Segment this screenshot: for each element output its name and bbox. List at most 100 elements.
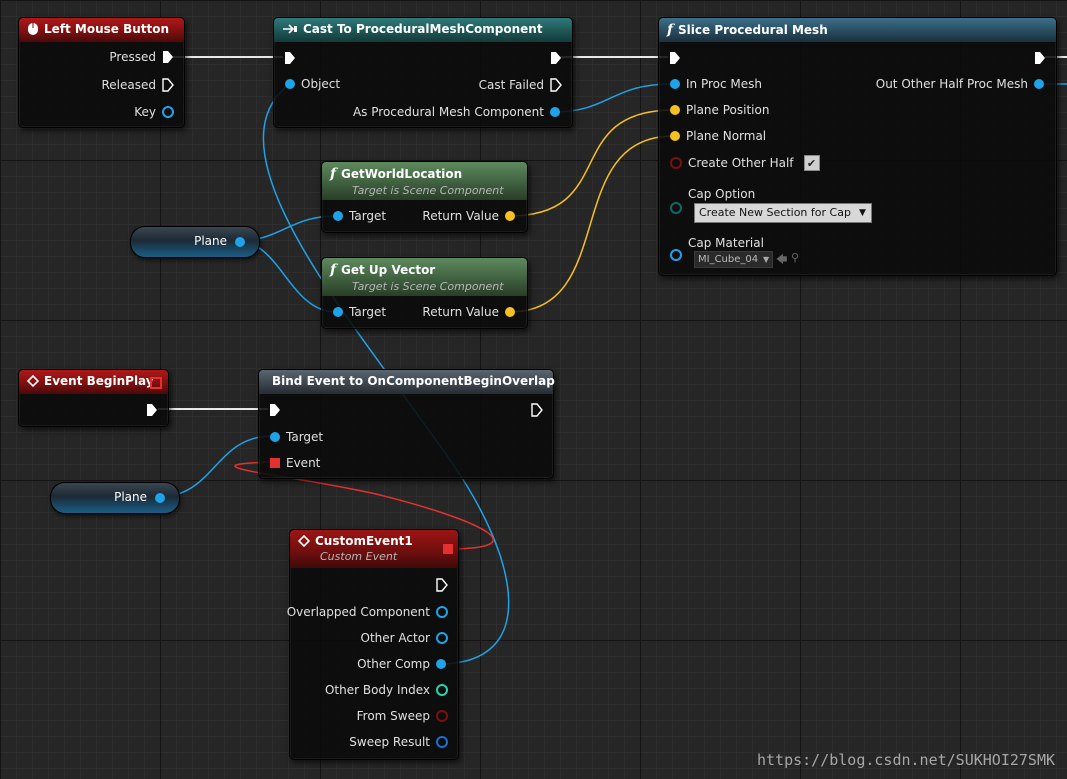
function-icon: f <box>330 262 337 278</box>
pin-label-target: Target <box>349 305 387 319</box>
cast-icon <box>283 24 297 34</box>
exec-pin-out[interactable] <box>146 403 158 417</box>
pin-cap-material[interactable] <box>670 249 682 261</box>
pin-out-other-half[interactable] <box>1034 79 1044 89</box>
pin-label-other-comp: Other Comp <box>357 657 430 671</box>
wire-upv-to-planenormal <box>508 135 675 313</box>
pin-label-sweep-result: Sweep Result <box>349 735 430 749</box>
node-title: Get Up Vector <box>341 263 436 277</box>
node-left-mouse-button[interactable]: Left Mouse Button Pressed Released Key <box>18 17 185 128</box>
exec-pin-pressed[interactable] <box>162 50 174 64</box>
event-diamond-icon <box>27 375 39 387</box>
pin-label-cap-option: Cap Option <box>688 187 756 201</box>
pin-label-cast-failed: Cast Failed <box>478 78 544 92</box>
pin-in-proc-mesh[interactable] <box>670 79 680 89</box>
cap-material-asset-picker[interactable]: MI_Cube_04 ▼ <box>694 251 774 268</box>
use-selected-arrow-icon[interactable]: 🡄 <box>776 253 788 266</box>
mouse-icon <box>28 23 38 35</box>
pin-label-from-sweep: From Sweep <box>356 709 430 723</box>
pin-label-object: Object <box>301 77 341 91</box>
pin-label-target: Target <box>349 209 387 223</box>
cap-option-value: Create New Section for Cap <box>699 206 851 219</box>
node-subtitle: Custom Event <box>320 550 398 563</box>
function-icon: f <box>330 166 337 182</box>
pin-cap-option[interactable] <box>670 202 682 214</box>
browse-search-icon[interactable]: ⚲ <box>791 251 800 264</box>
node-title: Event BeginPlay <box>44 374 154 388</box>
pin-label-key: Key <box>134 105 156 119</box>
chevron-down-icon: ▼ <box>859 208 866 218</box>
pin-as-component[interactable] <box>550 107 560 117</box>
pin-other-comp[interactable] <box>436 659 446 669</box>
exec-pin-released[interactable] <box>162 78 174 92</box>
cap-option-dropdown[interactable]: Create New Section for Cap ▼ <box>694 203 872 223</box>
pin-label-in-proc-mesh: In Proc Mesh <box>686 77 763 91</box>
variable-plane[interactable]: Plane <box>50 482 180 514</box>
pin-plane-out[interactable] <box>235 237 245 247</box>
pin-object[interactable] <box>285 79 295 89</box>
pin-event[interactable] <box>270 458 280 468</box>
pin-label-pressed: Pressed <box>109 50 156 64</box>
pin-label-create-other-half: Create Other Half <box>688 156 794 170</box>
pin-label-as-component: As Procedural Mesh Component <box>352 105 544 119</box>
node-title: CustomEvent1 <box>315 534 413 548</box>
pin-other-actor[interactable] <box>436 632 448 644</box>
pin-overlapped-component[interactable] <box>436 606 448 618</box>
watermark: https://blog.csdn.net/SUKHOI27SMK <box>756 751 1055 769</box>
pin-target[interactable] <box>270 432 280 442</box>
node-subtitle: Target is Scene Component <box>352 280 504 293</box>
node-cast-to-procmesh[interactable]: Cast To ProceduralMeshComponent Object C… <box>273 17 573 128</box>
exec-pin-out[interactable] <box>436 578 448 592</box>
pin-label-other-body-index: Other Body Index <box>324 683 430 697</box>
cap-material-value: MI_Cube_04 <box>698 254 759 265</box>
pin-output-delegate[interactable] <box>150 377 162 389</box>
node-slice-procedural-mesh[interactable]: f Slice Procedural Mesh In Proc Mesh Out… <box>658 17 1057 276</box>
pin-label-return-value: Return Value <box>422 209 499 223</box>
variable-plane[interactable]: Plane <box>130 226 260 258</box>
node-bind-event-overlap[interactable]: Bind Event to OnComponentBeginOverlap Ta… <box>258 369 555 479</box>
exec-pin-in[interactable] <box>284 51 296 65</box>
pin-label-event: Event <box>286 456 321 470</box>
pin-create-other-half[interactable] <box>670 157 682 169</box>
variable-label: Plane <box>114 490 147 504</box>
variable-label: Plane <box>194 234 227 248</box>
pin-label-cap-material: Cap Material <box>688 236 764 250</box>
exec-pin-out[interactable] <box>531 403 543 417</box>
pin-return-value[interactable] <box>505 307 515 317</box>
pin-label-plane-normal: Plane Normal <box>686 129 767 143</box>
pin-return-value[interactable] <box>505 211 515 221</box>
pin-output-delegate[interactable] <box>443 544 453 554</box>
exec-pin-in[interactable] <box>269 403 281 417</box>
pin-label-plane-position: Plane Position <box>686 103 770 117</box>
pin-plane-position[interactable] <box>670 105 680 115</box>
pin-plane-normal[interactable] <box>670 131 680 141</box>
node-title: GetWorldLocation <box>341 167 463 181</box>
node-get-up-vector[interactable]: f Get Up Vector Target is Scene Componen… <box>321 257 528 329</box>
node-title: Left Mouse Button <box>44 22 170 36</box>
node-event-beginplay[interactable]: Event BeginPlay <box>18 369 169 427</box>
chevron-down-icon: ▼ <box>762 255 770 264</box>
pin-label-out-other-half: Out Other Half Proc Mesh <box>875 77 1028 91</box>
node-title: Cast To ProceduralMeshComponent <box>303 22 543 36</box>
pin-key[interactable] <box>162 106 174 118</box>
pin-from-sweep[interactable] <box>436 710 448 722</box>
pin-target[interactable] <box>333 307 343 317</box>
create-other-half-checkbox[interactable]: ✔ <box>803 155 820 171</box>
pin-other-body-index[interactable] <box>436 684 448 696</box>
node-subtitle: Target is Scene Component <box>352 184 504 197</box>
node-title: Bind Event to OnComponentBeginOverlap <box>272 374 555 388</box>
node-get-world-location[interactable]: f GetWorldLocation Target is Scene Compo… <box>321 161 528 233</box>
node-custom-event[interactable]: CustomEvent1 Custom Event Overlapped Com… <box>286 529 459 760</box>
exec-pin-out[interactable] <box>550 51 562 65</box>
pin-label-target: Target <box>286 430 324 444</box>
exec-pin-out[interactable] <box>1034 51 1046 65</box>
pin-label-released: Released <box>101 78 156 92</box>
event-diamond-icon <box>298 535 310 547</box>
exec-pin-cast-failed[interactable] <box>550 78 562 92</box>
exec-pin-in[interactable] <box>669 51 681 65</box>
pin-plane-out[interactable] <box>155 493 165 503</box>
pin-label-return-value: Return Value <box>422 305 499 319</box>
pin-target[interactable] <box>333 211 343 221</box>
pin-sweep-result[interactable] <box>436 736 448 748</box>
pin-label-overlapped-component: Overlapped Component <box>286 605 430 619</box>
